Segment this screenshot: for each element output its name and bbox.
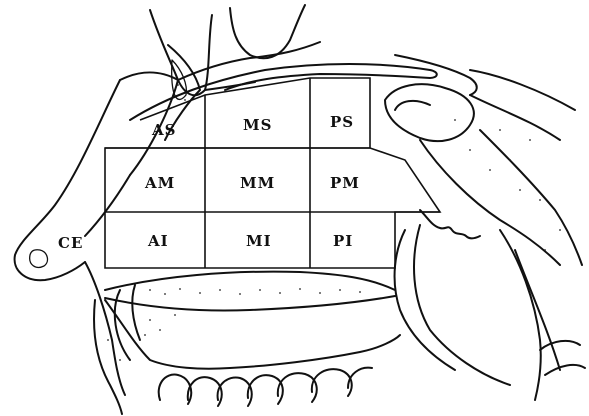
region-label-pm: PM: [330, 174, 360, 192]
region-label-ps: PS: [330, 113, 354, 131]
region-label-as: AS: [151, 121, 176, 139]
anatomy-outline: [15, 5, 585, 414]
region-label-mm: MM: [240, 174, 275, 192]
region-label-mi: MI: [246, 232, 272, 250]
region-label-ms: MS: [243, 116, 272, 134]
region-label-ce: CE: [58, 234, 83, 252]
region-label-pi: PI: [333, 232, 353, 250]
region-label-ai: AI: [147, 232, 169, 250]
region-label-am: AM: [144, 174, 175, 192]
